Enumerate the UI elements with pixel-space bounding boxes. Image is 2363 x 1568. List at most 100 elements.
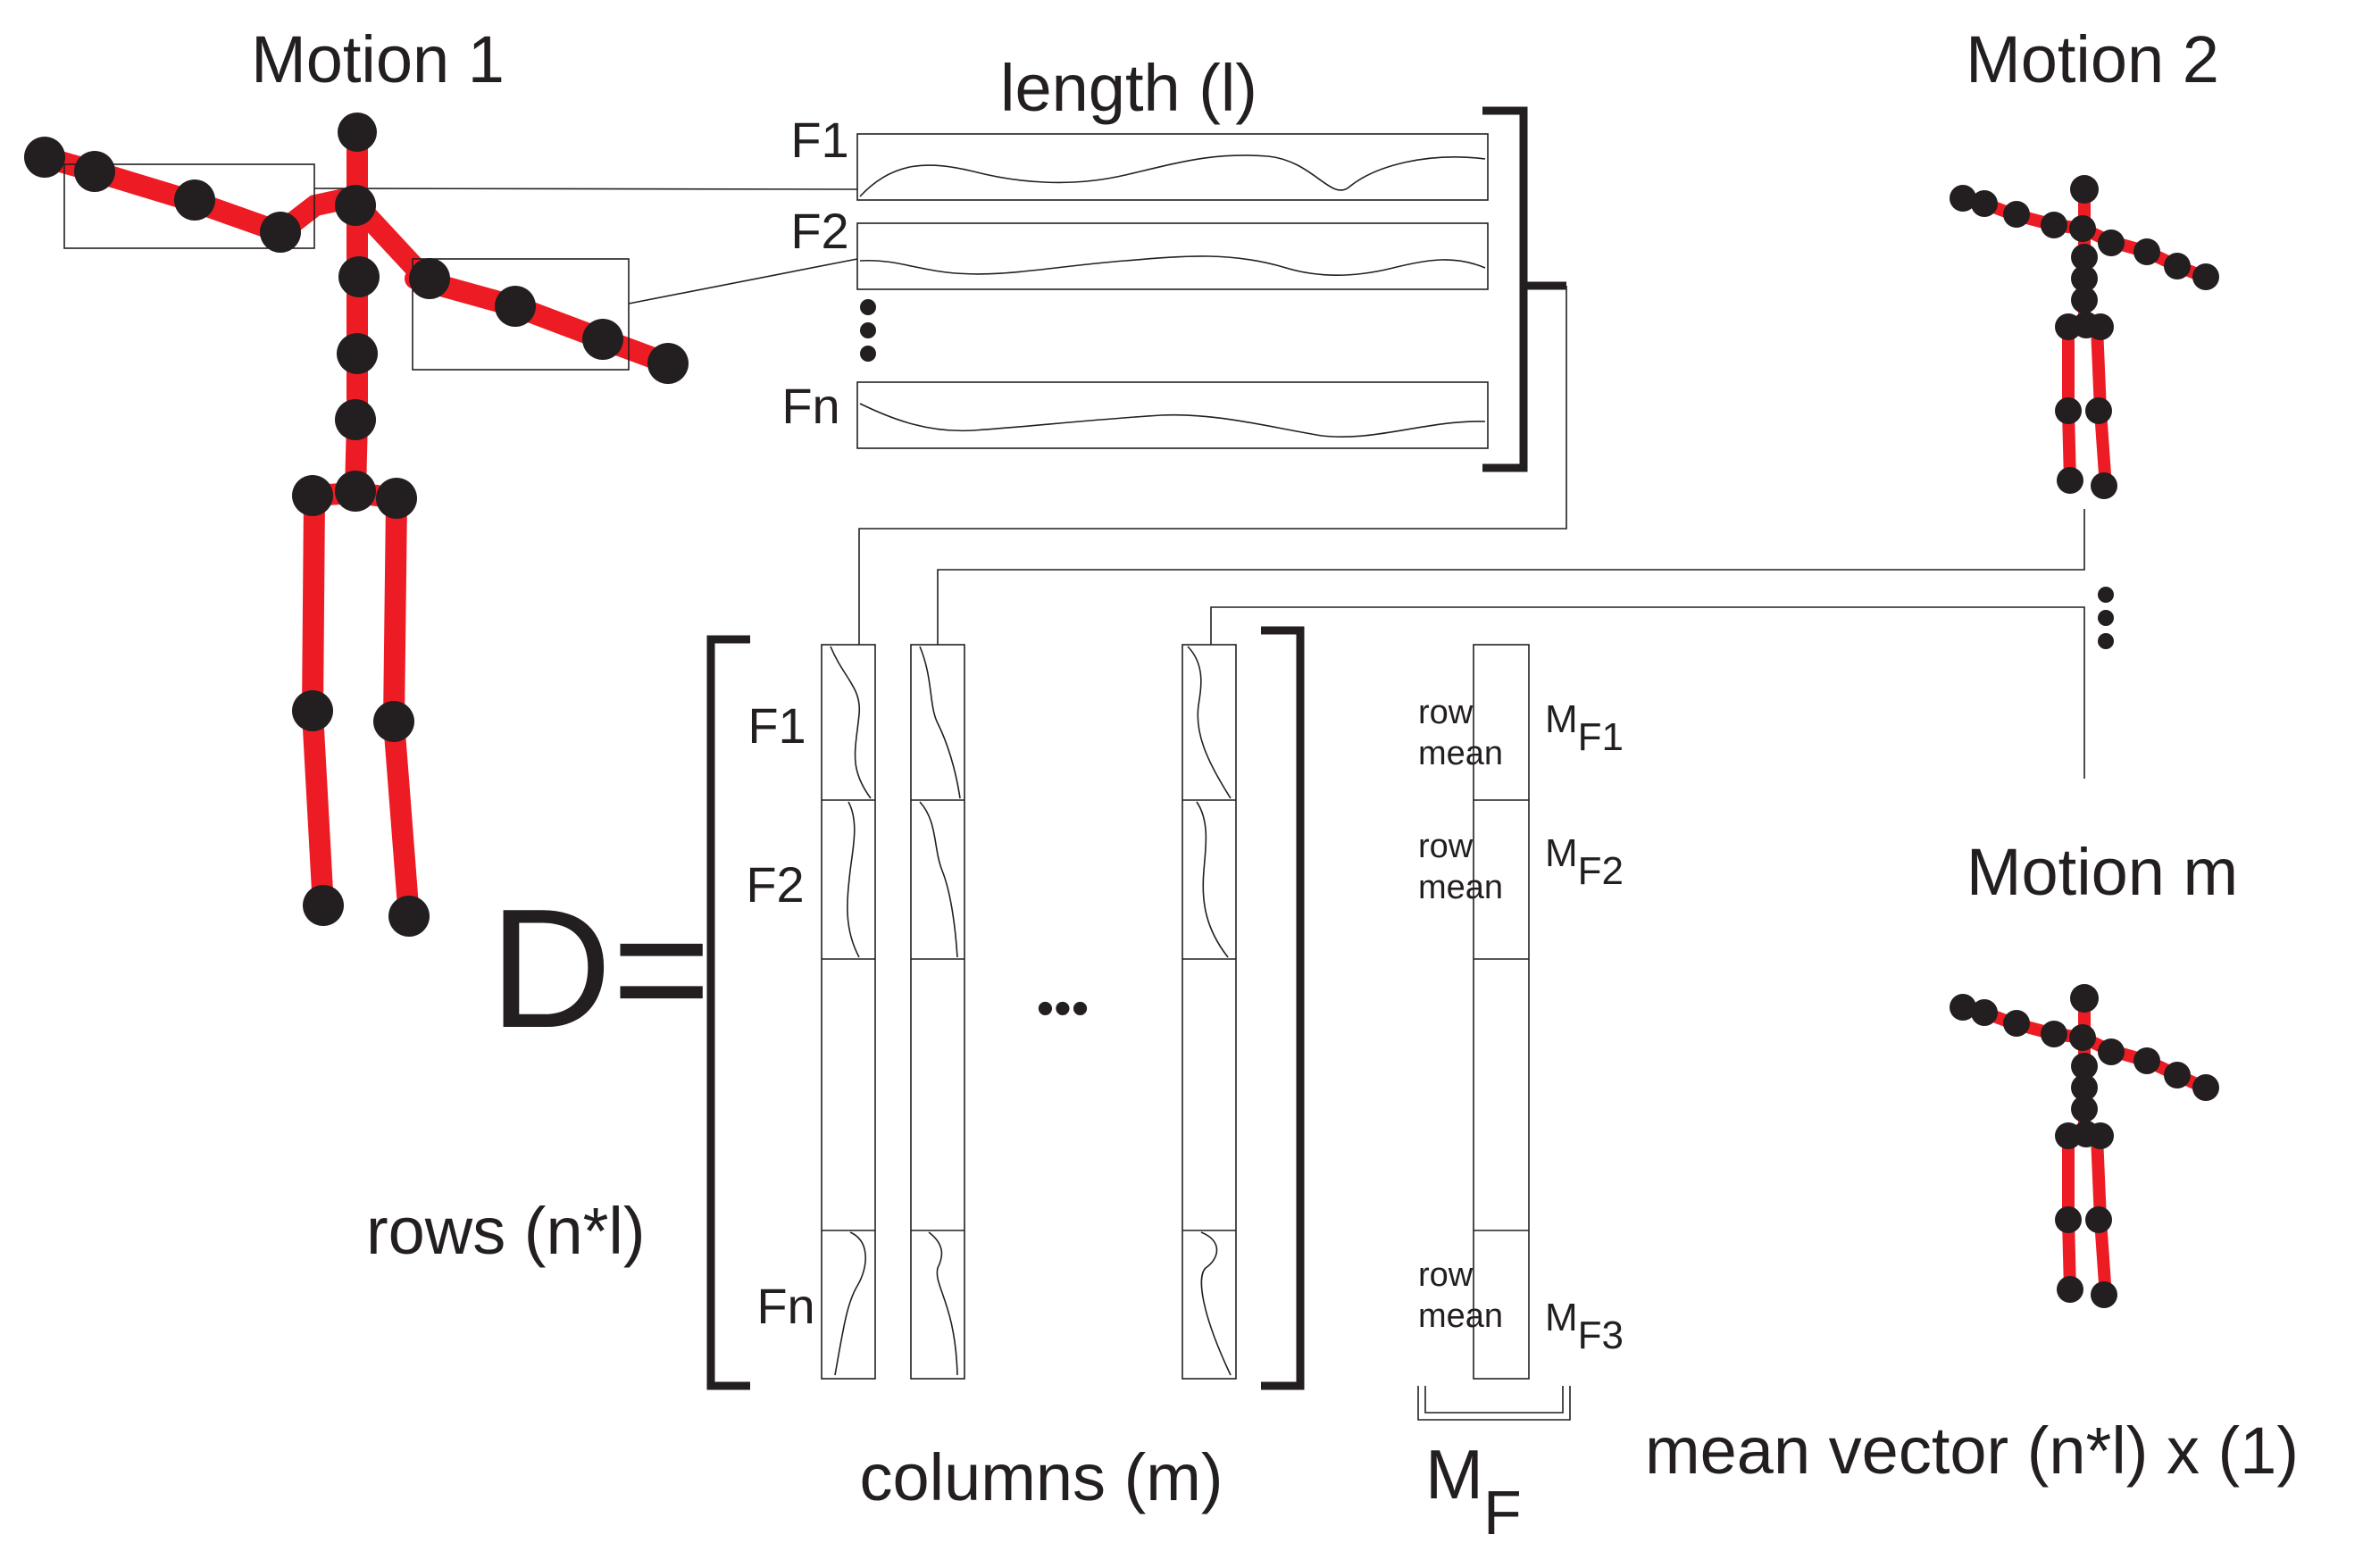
skeleton-motion-2 <box>1950 175 2219 499</box>
joint <box>2055 397 2082 424</box>
joint <box>2071 1053 2098 1080</box>
mean-vector-box <box>1473 644 1530 1380</box>
joint <box>292 475 333 516</box>
bone-right-arm <box>405 268 679 374</box>
skeleton-motion-m <box>1950 984 2219 1308</box>
column-box <box>821 644 876 1380</box>
signal-curve <box>834 1231 866 1376</box>
joint <box>2164 253 2191 279</box>
joint <box>2098 1038 2125 1065</box>
joint <box>647 343 689 384</box>
vertical-ellipsis-dot <box>2098 587 2114 603</box>
motion-m-label: Motion m <box>1966 835 2238 909</box>
joint <box>2087 1122 2114 1149</box>
mean-label-mf3: MF3 <box>1545 1296 1624 1357</box>
joint-head <box>2070 984 2099 1013</box>
joint <box>335 185 376 226</box>
joint-head <box>338 113 377 152</box>
column-box <box>910 644 965 1380</box>
joint <box>2003 1010 2030 1037</box>
mean-vector-label: mean vector (n*l) x (1) <box>1645 1414 2299 1488</box>
row-mean-label-3-row: row <box>1418 1256 1474 1294</box>
joint <box>495 286 536 327</box>
joint <box>260 212 301 253</box>
joint <box>582 319 623 360</box>
joint <box>1950 185 1976 212</box>
feature-bracket <box>1482 106 1528 472</box>
joint <box>337 333 378 374</box>
joint <box>373 701 414 742</box>
joint <box>1971 999 1998 1026</box>
columns-label: columns (m) <box>859 1440 1223 1514</box>
vertical-ellipsis-dot <box>2098 610 2114 626</box>
joint <box>2041 1021 2067 1047</box>
mean-label-mf3-sub: F3 <box>1578 1314 1624 1357</box>
d-equals-label: D= <box>489 874 711 1063</box>
joint <box>2071 244 2098 271</box>
joint <box>335 471 376 512</box>
joint <box>2003 201 2030 228</box>
joint <box>2164 1062 2191 1088</box>
connector-line <box>858 286 1567 645</box>
signal-curve <box>919 646 961 799</box>
arm-selection-box-2 <box>412 258 630 371</box>
mean-vector-bracket <box>1417 1386 1571 1421</box>
joint <box>335 399 376 440</box>
joint <box>2069 215 2096 242</box>
signal-curve <box>1196 801 1229 958</box>
feature-strip-fn <box>856 381 1489 449</box>
joint <box>24 137 65 178</box>
joint <box>2087 313 2114 340</box>
joint <box>2057 1276 2083 1303</box>
joint <box>2085 1206 2112 1233</box>
signal-curve <box>919 801 958 958</box>
matrix-row-label-f2: F2 <box>746 856 804 913</box>
mean-vector-name: MF <box>1425 1435 1522 1547</box>
connector-line <box>1210 606 2085 779</box>
signal-curve <box>830 646 872 799</box>
joint <box>376 478 417 519</box>
mean-label-mf2: MF2 <box>1545 831 1624 893</box>
joint <box>1971 190 1998 217</box>
motion-2-label: Motion 2 <box>1966 22 2219 96</box>
row-mean-label-3-mean: mean <box>1418 1297 1503 1335</box>
matrix-column-2 <box>910 644 965 1380</box>
signal-curve <box>859 154 1486 197</box>
arm-selection-box-1 <box>63 163 315 249</box>
joint <box>2071 1074 2098 1101</box>
signal-curve <box>1200 1231 1232 1376</box>
row-mean-label-2-row: row <box>1418 828 1474 865</box>
connector-line <box>937 509 2085 645</box>
joint <box>2192 1074 2219 1101</box>
joint <box>2091 1281 2117 1308</box>
joint <box>2085 397 2112 424</box>
joint <box>338 256 380 297</box>
joint <box>2057 467 2083 494</box>
column-box <box>1182 644 1237 1380</box>
matrix-right-bracket <box>1261 626 1305 1390</box>
vertical-ellipsis-dot <box>2098 633 2114 649</box>
joint <box>2133 1047 2160 1074</box>
signal-curve <box>928 1231 958 1376</box>
matrix-left-bracket <box>706 635 750 1390</box>
feature-label-f2: F2 <box>790 203 848 259</box>
row-mean-label-1-row: row <box>1418 694 1474 731</box>
skeleton-motion-1 <box>24 113 689 937</box>
row-mean-label-2-mean: mean <box>1418 869 1503 906</box>
feature-label-fn: Fn <box>781 378 839 434</box>
joint <box>2192 263 2219 290</box>
mean-label-mf3-base: M <box>1545 1296 1578 1339</box>
vertical-ellipsis-dot <box>860 322 876 338</box>
feature-strip-f1 <box>856 133 1489 201</box>
joint <box>2133 238 2160 265</box>
mean-label-mf1: MF1 <box>1545 697 1624 759</box>
feature-strips: F1 F2 Fn <box>781 112 1489 449</box>
signal-curve <box>859 255 1486 277</box>
mean-vector-bracket-inner <box>1424 1386 1564 1414</box>
signal-curve <box>847 801 860 958</box>
mean-vector-name-sub: F <box>1483 1478 1522 1547</box>
matrix-row-label-fn: Fn <box>756 1278 814 1334</box>
joint <box>74 151 115 192</box>
